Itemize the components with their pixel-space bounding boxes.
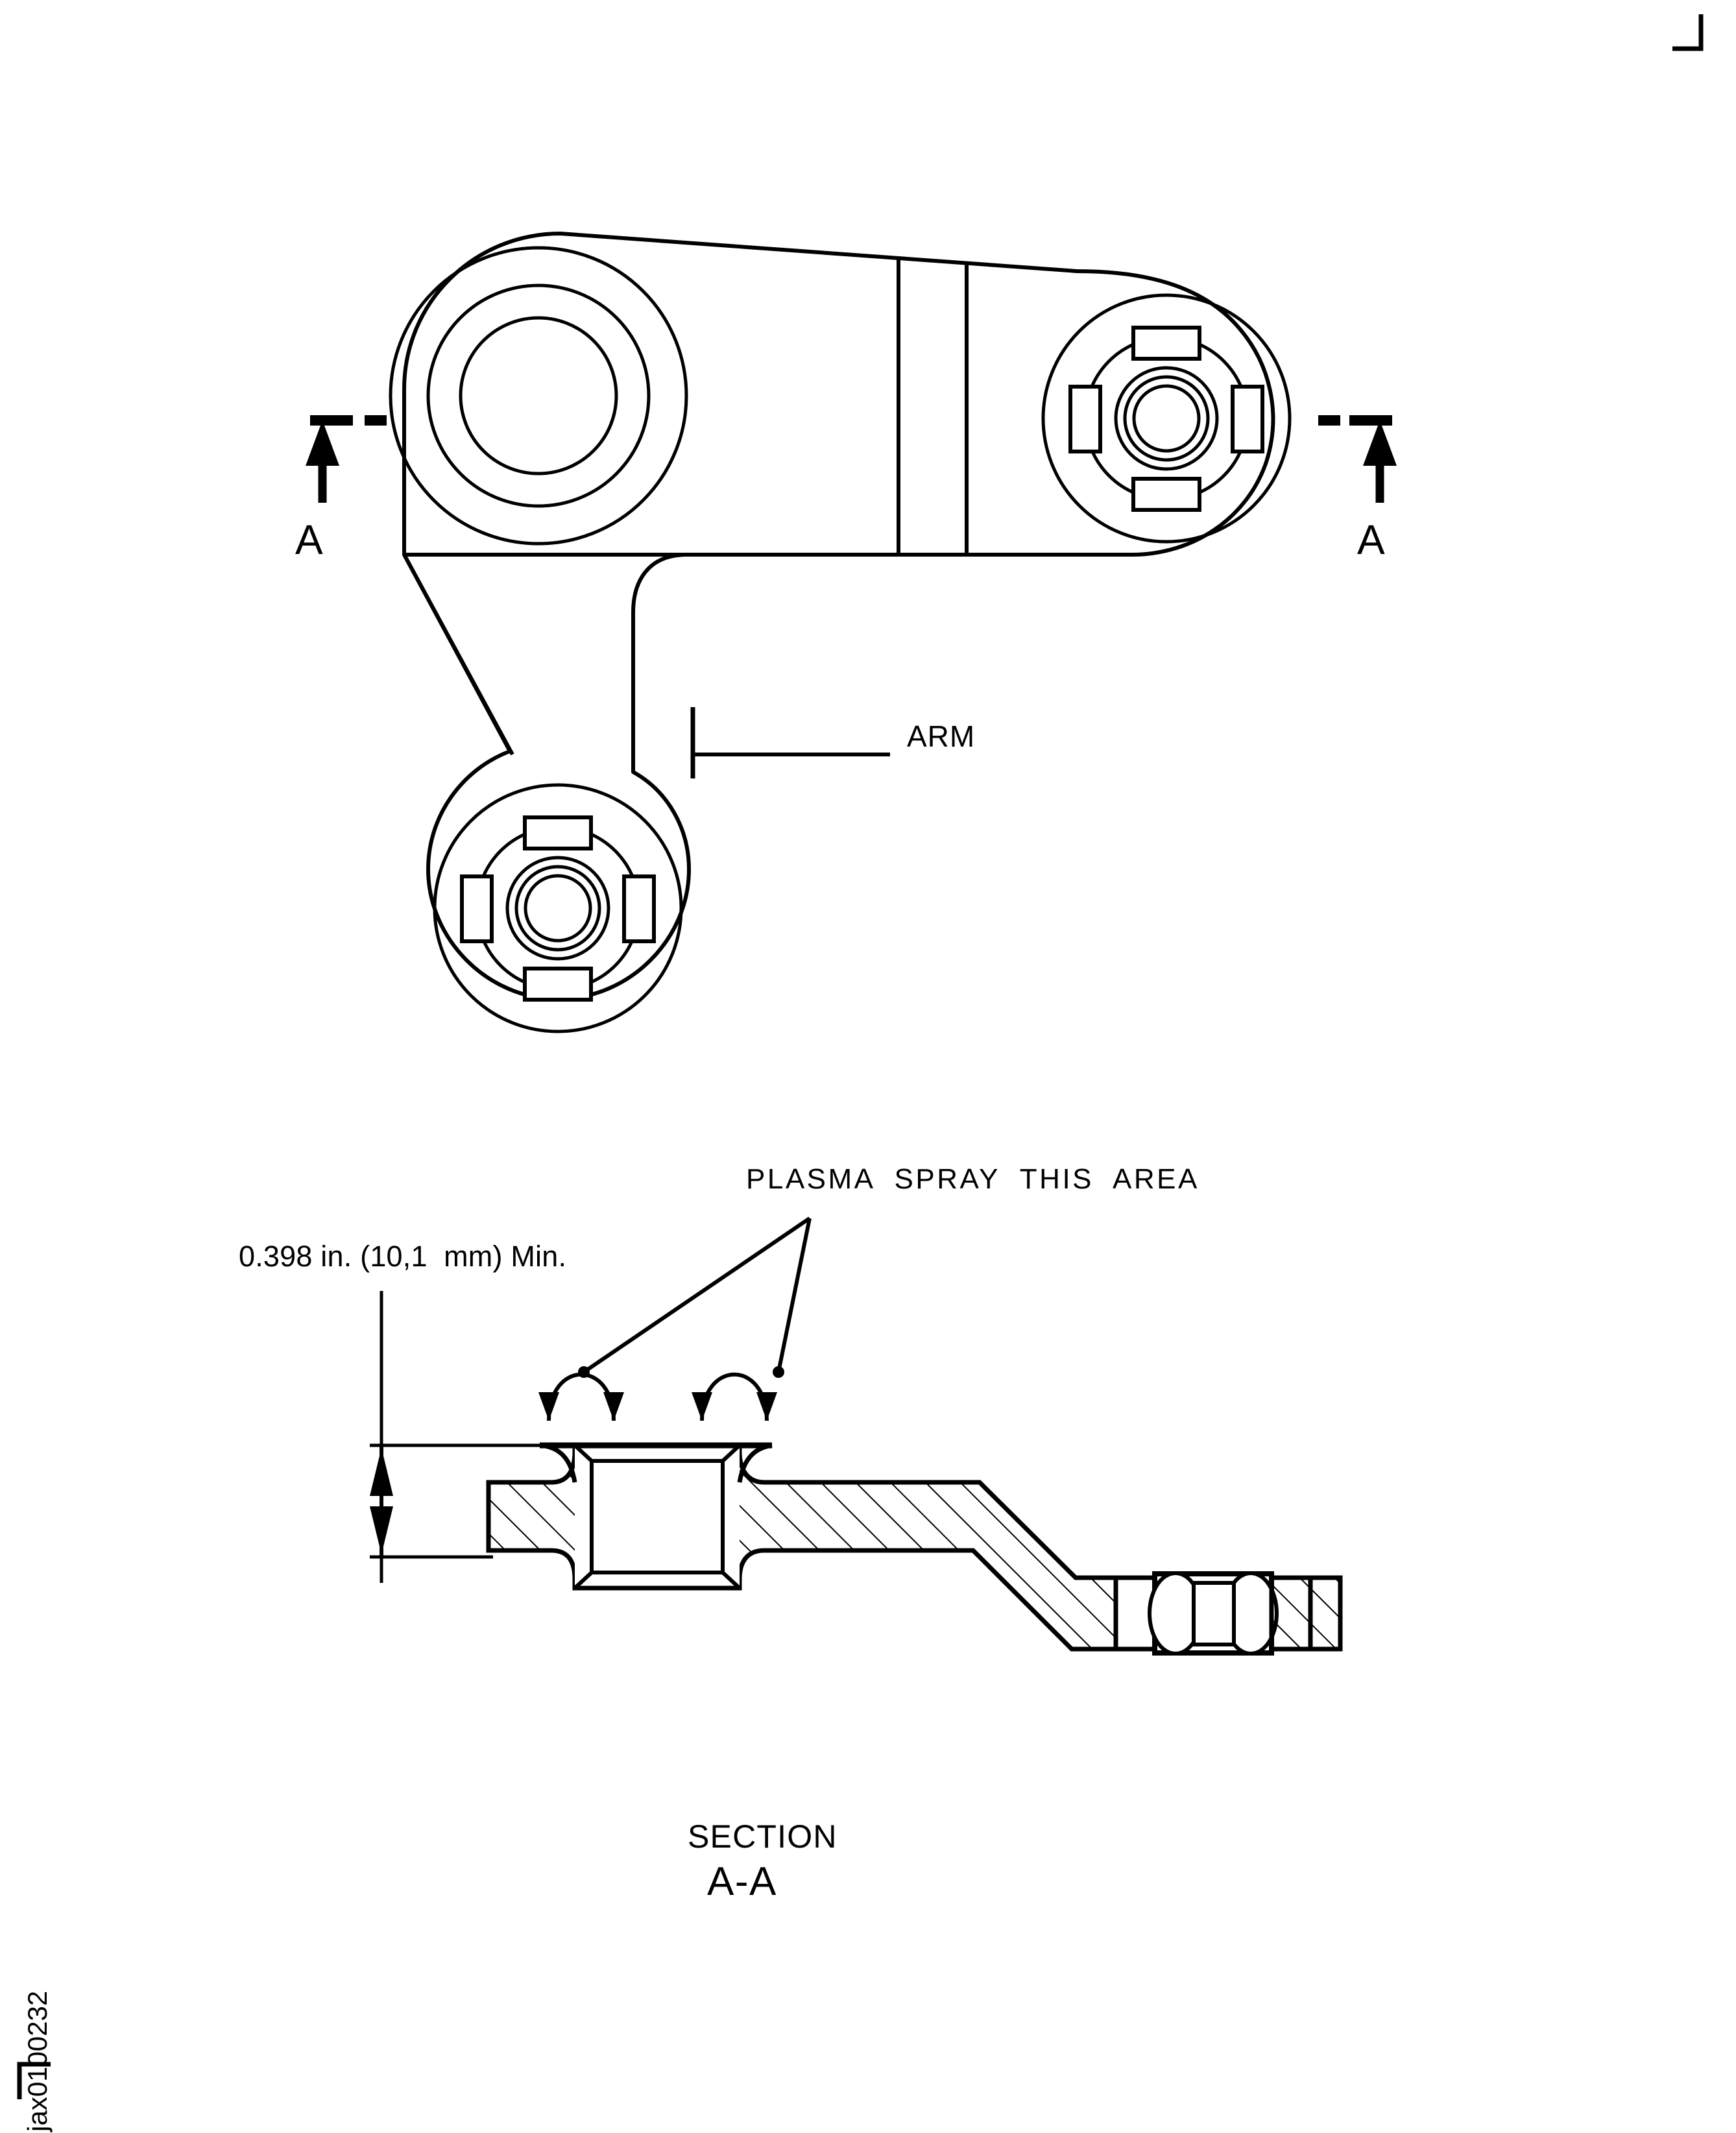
arm-leader-line [690,707,890,778]
thickness-dimension [370,1291,577,1583]
bearing-slot-top [1131,326,1201,361]
section-marker-label-left: A [295,516,323,563]
plasma-spray-label: PLASMA SPRAY THIS AREA [746,1163,1200,1195]
thickness-dimension-label: 0.398 in. (10,1 mm) Min. [239,1240,567,1273]
arm-outline [402,232,1275,1001]
corner-mark-bottom-left [17,2062,51,2099]
section-view-aa [370,1216,1343,1656]
bearing-slot-left [460,874,494,943]
upper-left-hub [389,246,688,546]
figure-id-label: jax0100232 [22,1990,53,2132]
section-marker-right [1318,415,1397,503]
section-spherical-bearing [1113,1571,1343,1656]
section-bore [573,1443,741,1591]
plasma-spray-leaders [578,1216,812,1378]
bearing-slot-bottom [1131,477,1201,512]
bearing-slot-right [622,874,656,943]
bearing-slot-top [523,815,593,850]
section-marker-left [306,415,387,503]
section-marker-label-right: A [1357,516,1385,563]
plasma-spray-arrows [538,1372,777,1421]
bearing-slot-bottom [523,967,593,1002]
section-solid-body [486,1442,1118,1652]
section-name: A-A [707,1859,777,1904]
right-bearing-hub [1041,293,1292,544]
bearing-slot-left [1068,385,1102,453]
bearing-slot-right [1231,385,1264,453]
section-title: SECTION [688,1818,838,1855]
corner-mark-top-right [1672,14,1704,51]
lower-bearing-hub [433,783,683,1033]
plan-view [306,232,1397,1033]
arm-label: ARM [907,719,976,753]
